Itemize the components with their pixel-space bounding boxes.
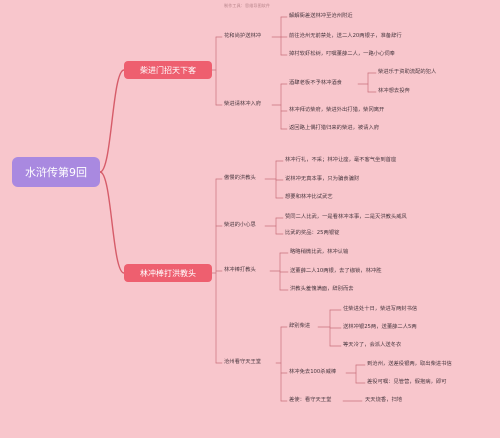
node-exempt-2[interactable]: 差役可嘱：见管营，假抱病，即可 bbox=[367, 379, 447, 385]
subtopic-chai-jin-intent[interactable]: 柴进的小心思 bbox=[224, 222, 256, 228]
node-farewell-3[interactable]: 等天冷了，会派人送冬衣 bbox=[343, 342, 402, 348]
node-exempt-1[interactable]: 到沧州，送差役银两，取出柴进书信 bbox=[367, 361, 452, 367]
node-beat-3[interactable]: 洪教头羞愧满面，辞别而去 bbox=[290, 286, 354, 292]
node-visit-chai-mansion[interactable]: 林冲拜访柴府，柴进外出打猎，柴冈离开 bbox=[289, 107, 385, 113]
watermark: 制作工具：思维导图软件 bbox=[224, 3, 271, 8]
root-topic[interactable]: 水浒传第9回 bbox=[12, 157, 100, 187]
node-tavern-child-1[interactable]: 柴进乐于资助流配的犯人 bbox=[378, 69, 437, 75]
connector-root-topic2 bbox=[99, 171, 125, 274]
topic-chai-jin-welcomes-guests[interactable]: 柴进门招天下客 bbox=[124, 61, 212, 79]
connector-root-topic1 bbox=[99, 69, 125, 173]
node-hong-2[interactable]: 说林冲无真本事，只为骗食骗财 bbox=[285, 176, 360, 182]
node-hong-3[interactable]: 想要和林冲比试武艺 bbox=[285, 194, 333, 200]
node-beat-1[interactable]: 略略稍微比武，林冲认输 bbox=[290, 249, 349, 255]
node-intent-2[interactable]: 比武的奖品：25两银锭 bbox=[285, 230, 340, 236]
node-farewell-chai[interactable]: 辞别柴进 bbox=[289, 323, 311, 329]
node-guard-duty[interactable]: 差使：看守天王堂 bbox=[289, 397, 332, 403]
node-farewell-1[interactable]: 住柴进处十日，柴进写两封书信 bbox=[343, 306, 418, 312]
node-return-meet-chai[interactable]: 返回路上偶打猎归来的柴进，被请入府 bbox=[289, 125, 380, 131]
topic-lin-chong-defeats-hong[interactable]: 林冲棒打洪教头 bbox=[124, 264, 212, 282]
node-escort-3[interactable]: 掉村软虾松树，叮嘱董薛二人，一路小心伺奉 bbox=[289, 51, 395, 57]
node-escort-2[interactable]: 前往沧州无前禁处，送二人20两银子，准备辞行 bbox=[289, 33, 402, 39]
node-farewell-2[interactable]: 送林冲银25两，送董薛二人5两 bbox=[343, 324, 417, 330]
node-escort-1[interactable]: 解解衙差送林冲至沧州附近 bbox=[289, 13, 353, 19]
node-beat-2[interactable]: 送董薛二人10两银，去了枷锁，林冲胜 bbox=[290, 268, 382, 274]
subtopic-guard-tianwang-hall[interactable]: 沧州看守天王堂 bbox=[224, 359, 262, 365]
node-intent-1[interactable]: 赞同二人比武，一是看林冲本事，二是灭洪教头威风 bbox=[285, 214, 407, 220]
node-tavern-child-2[interactable]: 林冲想去投奔 bbox=[378, 88, 410, 94]
subtopic-chai-jin-invites[interactable]: 柴进请林冲入府 bbox=[224, 101, 262, 107]
subtopic-lin-chong-beats[interactable]: 林冲棒打教头 bbox=[224, 267, 256, 273]
node-tavern-owner[interactable]: 酒肆老板不予林冲酒食 bbox=[289, 80, 342, 86]
node-hong-1[interactable]: 林冲行礼，不采；林冲让座，毫不客气坐到首座 bbox=[285, 157, 397, 163]
subtopic-arrogant-hong[interactable]: 傲慢的洪教头 bbox=[224, 175, 256, 181]
node-exempt-beating[interactable]: 林冲免去100杀威棒 bbox=[289, 369, 337, 375]
node-guard-duty-1[interactable]: 天天烧香，扫地 bbox=[365, 397, 403, 403]
subtopic-lu-zhishen-escorts[interactable]: 花和尚护送林冲 bbox=[224, 33, 262, 39]
